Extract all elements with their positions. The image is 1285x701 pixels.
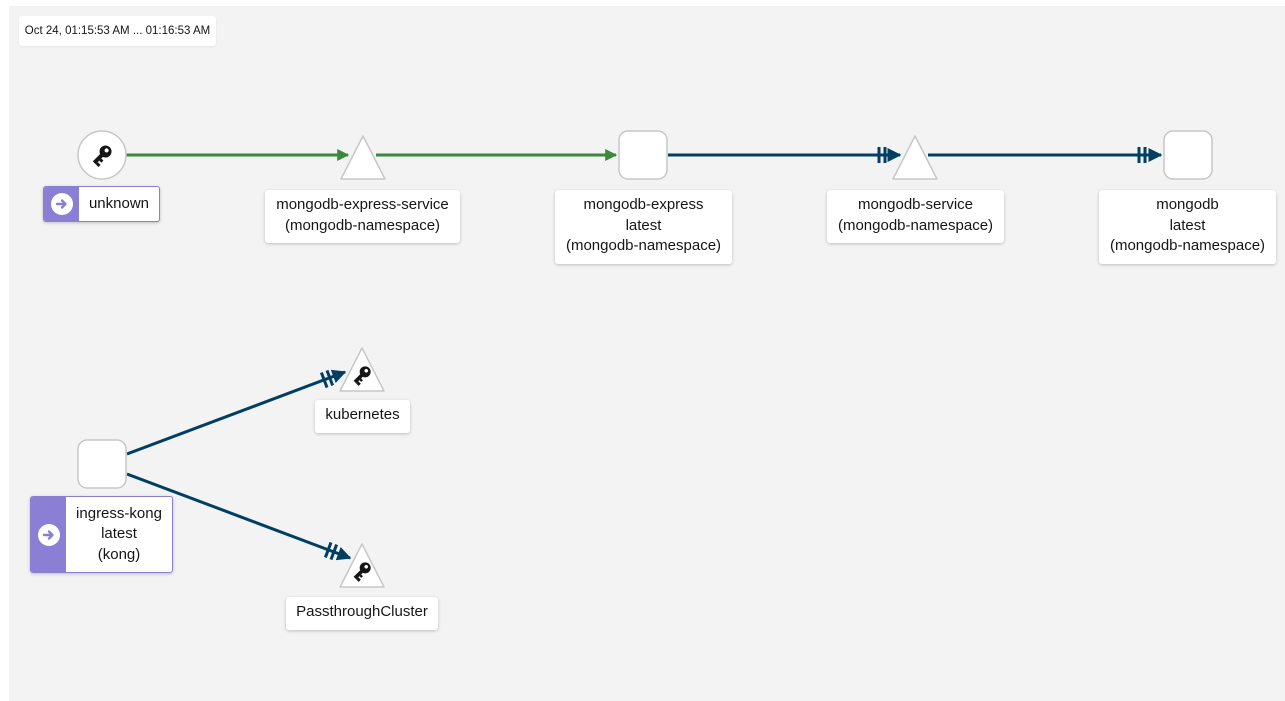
key-icon <box>353 562 371 582</box>
node-mongodb-express[interactable] <box>618 130 668 180</box>
node-label-line: (mongodb-namespace) <box>284 216 441 234</box>
workload-badge <box>44 187 79 221</box>
node-label-line: latest <box>101 525 137 543</box>
node-label-mongodb-service[interactable]: mongodb-service (mongodb-namespace) <box>827 190 1004 243</box>
node-label-line: (mongodb-namespace) <box>1109 237 1266 254</box>
mtls-lock-marker <box>1137 147 1147 163</box>
node-mongodb-service[interactable] <box>892 135 938 180</box>
node-label-line: latest <box>625 216 662 234</box>
node-label-mongodb[interactable]: mongodb latest (mongodb-namespace) <box>1099 190 1276 264</box>
node-mongodb[interactable] <box>1163 130 1213 180</box>
node-label-text: PassthroughCluster <box>296 603 428 620</box>
node-label-line: mongodb-service <box>857 196 974 213</box>
edge-express-to-mongodb-service[interactable] <box>668 147 902 163</box>
edge-mongodb-service-to-mongodb[interactable] <box>928 147 1163 163</box>
node-label-text: unknown <box>88 194 150 212</box>
node-label-line: mongodb-express <box>583 196 704 213</box>
arrow-right-circle-icon <box>50 193 73 215</box>
node-passthroughcluster[interactable] <box>339 543 385 588</box>
edge-ingress-kong-to-passthroughcluster[interactable] <box>126 472 352 561</box>
node-kubernetes[interactable] <box>339 347 385 392</box>
arrow-right-circle-icon <box>37 523 60 546</box>
node-label-mongodb-express[interactable]: mongodb-express latest (mongodb-namespac… <box>555 190 732 264</box>
node-label-line: (kong) <box>97 545 141 563</box>
node-label-line: (mongodb-namespace) <box>565 237 722 254</box>
node-label-line: latest <box>1169 216 1206 234</box>
mtls-lock-marker <box>877 147 887 163</box>
node-label-ingress-kong[interactable]: ingress-kong latest (kong) <box>30 496 173 573</box>
edge-ingress-kong-to-kubernetes[interactable] <box>126 369 347 456</box>
graph-canvas[interactable] <box>9 6 1285 701</box>
node-label-line: ingress-kong <box>76 504 162 522</box>
node-label-text: kubernetes <box>325 406 400 423</box>
node-mongodb-express-service[interactable] <box>340 135 386 180</box>
node-label-line: (mongodb-namespace) <box>837 216 994 234</box>
mtls-lock-marker <box>319 369 335 389</box>
node-label-line: mongodb <box>1156 196 1219 213</box>
node-label-passthroughcluster[interactable]: PassthroughCluster <box>286 597 438 630</box>
time-range-label: Oct 24, 01:15:53 AM ... 01:16:53 AM <box>19 16 216 46</box>
node-label-kubernetes[interactable]: kubernetes <box>315 400 410 433</box>
mtls-lock-marker <box>323 541 339 561</box>
node-label-line: mongodb-express-service <box>276 196 449 213</box>
node-ingress-kong[interactable] <box>77 439 127 489</box>
node-label-mongodb-express-service[interactable]: mongodb-express-service (mongodb-namespa… <box>265 190 460 243</box>
node-unknown[interactable] <box>77 130 127 180</box>
workload-badge <box>31 497 66 572</box>
key-icon <box>353 366 371 386</box>
node-label-unknown[interactable]: unknown <box>43 186 160 222</box>
